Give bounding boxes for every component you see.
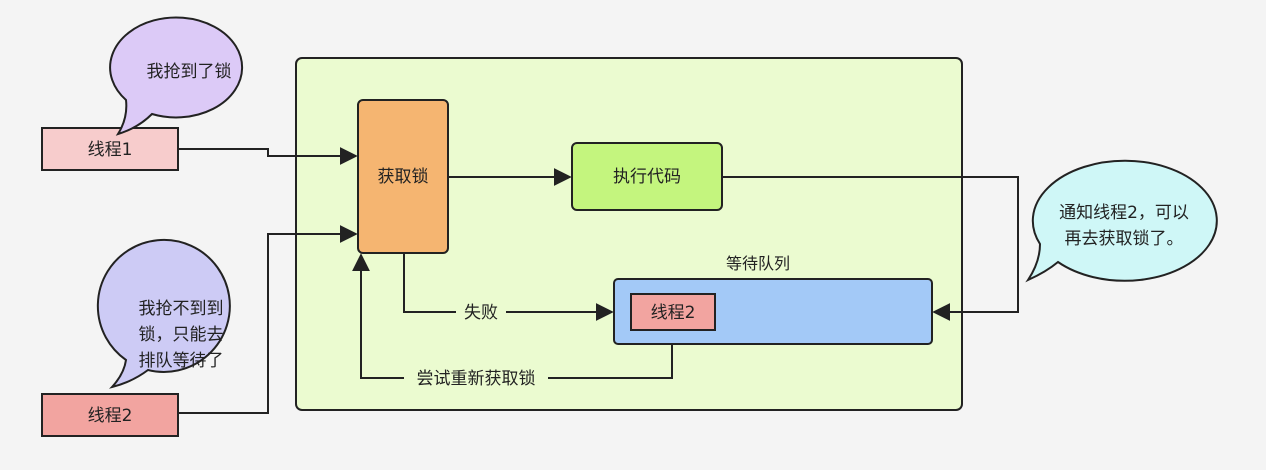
speech-bubble-notify: 通知线程2，可以 再去获取锁了。 [1025, 159, 1218, 283]
thread2-label: 线程2 [88, 406, 133, 426]
thread1-label: 线程1 [88, 140, 133, 160]
bubble-no-lock-line2: 锁，只能去 [139, 325, 224, 345]
bubble-no-lock-line1: 我抢不到到 [139, 299, 224, 319]
queued-thread-box [630, 293, 716, 331]
thread2-node: 线程2 [41, 393, 179, 437]
queued-thread-label: 线程2 [651, 303, 696, 323]
fail-label: 失败 [464, 303, 498, 323]
edge-execute-to-queue [722, 176, 1019, 321]
edge-thread1-to-acquire [178, 147, 358, 165]
edge-fail [403, 253, 614, 321]
execute-code-node: 执行代码 [571, 142, 723, 211]
acquire-lock-node: 获取锁 [357, 99, 449, 254]
retry-label-bg [404, 367, 548, 389]
speech-bubble-no-lock: 我抢不到到 锁，只能去 排队等待了 [96, 238, 231, 389]
bubble-notify-line2: 再去获取锁了。 [1065, 229, 1184, 249]
wait-queue-node: 线程2 [613, 278, 933, 345]
execute-code-label: 执行代码 [613, 167, 681, 187]
thread1-node: 线程1 [41, 127, 179, 171]
bubble-notify-line1: 通知线程2，可以 [1059, 203, 1189, 223]
bubble-no-lock-line3: 排队等待了 [139, 351, 224, 371]
edge-thread2-to-acquire [178, 225, 358, 414]
speech-bubble-got-lock: 我抢到了锁 [109, 16, 244, 136]
retry-label: 尝试重新获取锁 [417, 369, 536, 389]
acquire-lock-label: 获取锁 [378, 167, 429, 187]
fail-label-bg [456, 301, 506, 323]
wait-queue-title: 等待队列 [726, 254, 790, 273]
bubble-got-lock-text: 我抢到了锁 [147, 62, 232, 82]
